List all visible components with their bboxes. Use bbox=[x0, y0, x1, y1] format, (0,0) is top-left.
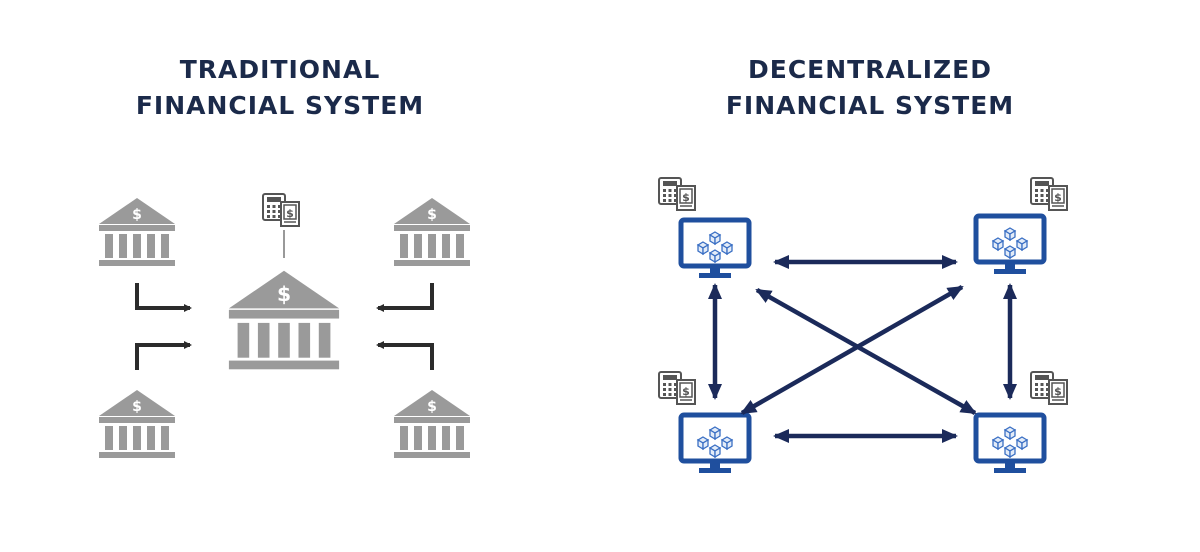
connector-arrow-icon bbox=[135, 283, 192, 312]
calculator-document-icon bbox=[1030, 177, 1068, 211]
computer-node-icon bbox=[681, 220, 749, 278]
computer-node-icon bbox=[976, 415, 1044, 473]
connector-arrow-icon bbox=[376, 341, 434, 370]
calculator-document-icon bbox=[658, 177, 696, 211]
decentralized-arrows bbox=[708, 255, 1017, 443]
decentralized-title: DECENTRALIZED FINANCIAL SYSTEM bbox=[700, 52, 1040, 124]
double-arrow-icon bbox=[740, 285, 964, 415]
double-arrow-icon bbox=[755, 288, 977, 415]
calculator-document-icon bbox=[1030, 371, 1068, 405]
connector-arrow-icon bbox=[376, 283, 434, 312]
bank-icon bbox=[394, 198, 470, 266]
connector-arrow-icon bbox=[135, 341, 192, 370]
computer-node-icon bbox=[976, 216, 1044, 274]
traditional-title-line2: FINANCIAL SYSTEM bbox=[135, 91, 425, 120]
traditional-arrows bbox=[135, 283, 434, 370]
calculator-document-icon bbox=[658, 371, 696, 405]
computer-node-icon bbox=[681, 415, 749, 473]
central-bank-icon bbox=[228, 270, 340, 370]
bank-icon bbox=[99, 390, 175, 458]
decentralized-title-line1: DECENTRALIZED bbox=[747, 55, 993, 84]
bank-icon bbox=[394, 390, 470, 458]
traditional-title: TRADITIONAL FINANCIAL SYSTEM bbox=[110, 52, 450, 124]
bank-icon bbox=[99, 198, 175, 266]
traditional-title-line1: TRADITIONAL bbox=[179, 55, 381, 84]
decentralized-title-line2: FINANCIAL SYSTEM bbox=[725, 91, 1015, 120]
calculator-document-icon bbox=[262, 193, 300, 227]
